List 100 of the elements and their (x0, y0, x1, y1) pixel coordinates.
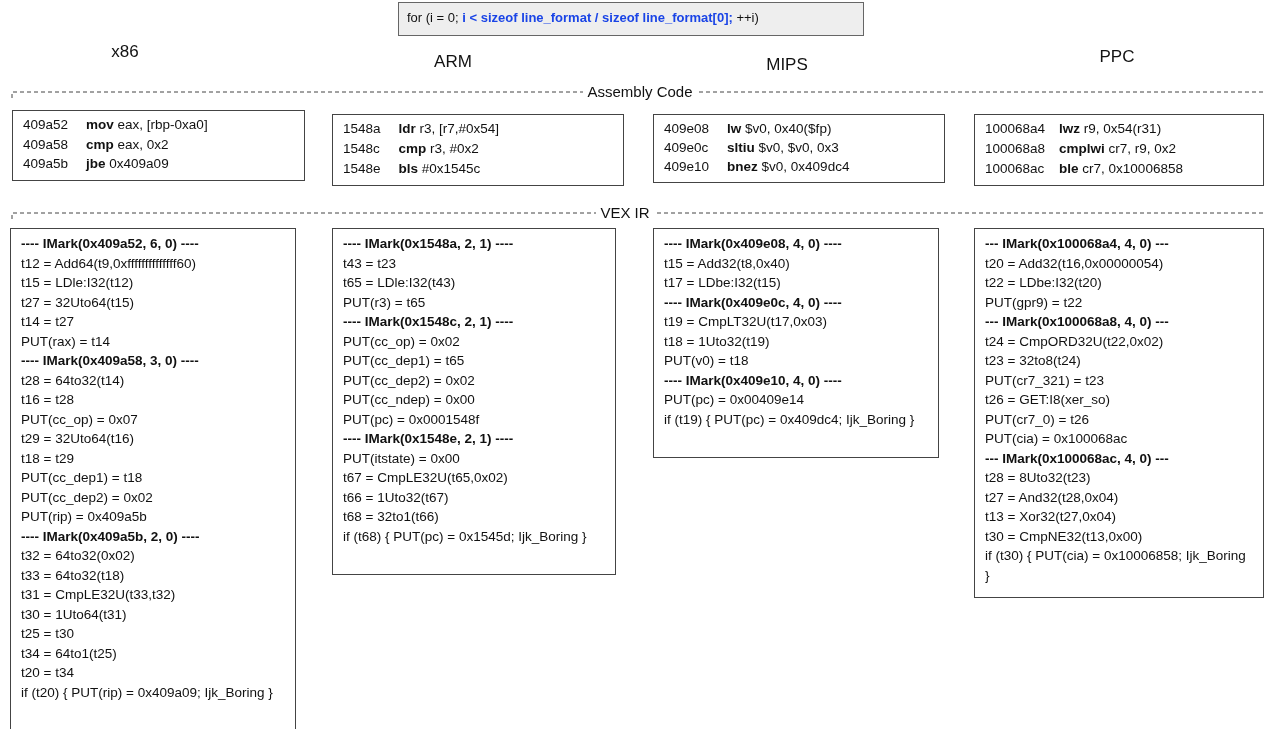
ir-statement: t23 = 32to8(t24) (985, 352, 1081, 370)
ir-statement: t27 = 32Uto64(t15) (21, 293, 134, 312)
ir-statement: t31 = CmpLE32U(t33,t32) (21, 586, 176, 604)
instruction-text: bnez $v0, 0x409dc4 (727, 158, 850, 176)
ir-statement: t14 = t27 (21, 313, 74, 331)
ir-statement: ---- IMark(0x1548e, 2, 1) ---- (343, 430, 514, 448)
address-text: 100068a4 (985, 120, 1046, 138)
ir-statement: t16 = t28 (21, 391, 74, 409)
ir-statement: if (t20) { PUT(rip) = 0x409a09; Ijk_Boring } (21, 683, 273, 702)
ir-statement: if (t30) { PUT(cia) = 0x10006858; Ijk_Boring } (985, 547, 1247, 585)
ir-statement: t66 = 1Uto32(t67) (343, 488, 449, 507)
ir-statement: PUT(cc_ndep) = 0x00 (343, 391, 475, 409)
ir-statement: PUT(cc_op) = 0x02 (343, 332, 460, 351)
ir-statement: t43 = t23 (343, 254, 396, 273)
ir-statement: t30 = CmpNE32(t13,0x00) (985, 527, 1143, 546)
ir-statement: t17 = LDbe:I32(t15) (664, 274, 781, 292)
ir-statement: t34 = 64to1(t25) (21, 644, 117, 663)
address-text: 409e10 (664, 158, 710, 176)
ir-box (332, 228, 616, 575)
ir-statement: t28 = 64to32(t14) (21, 371, 125, 390)
address-text: 1548a (343, 120, 381, 138)
ir-statement: t15 = Add32(t8,0x40) (664, 254, 790, 273)
ir-statement: if (t68) { PUT(pc) = 0x1545d; Ijk_Boring } (343, 527, 587, 546)
address-text: 409a52 (23, 116, 69, 134)
instruction-text: lw $v0, 0x40($fp) (727, 120, 832, 138)
ir-statement: PUT(cc_op) = 0x07 (21, 410, 138, 429)
ir-statement: PUT(rip) = 0x409a5b (21, 508, 147, 526)
ir-statement: ---- IMark(0x409e08, 4, 0) ---- (664, 235, 842, 253)
address-text: 409a5b (23, 155, 69, 174)
instruction-text: jbe 0x409a09 (86, 155, 169, 174)
instruction-text: mov eax, [rbp-0xa0] (86, 116, 208, 134)
ir-statement: if (t19) { PUT(pc) = 0x409dc4; Ijk_Boring } (664, 410, 915, 429)
ir-statement: t30 = 1Uto64(t31) (21, 605, 127, 624)
instruction-text: lwz r9, 0x54(r31) (1059, 120, 1162, 138)
address-text: 100068a8 (985, 140, 1046, 158)
instruction-text: bls #0x1545c (398, 160, 481, 178)
instruction-text: ldr r3, [r7,#0x54] (398, 120, 500, 138)
ir-statement: PUT(cc_dep2) = 0x02 (343, 371, 475, 390)
ir-statement: t15 = LDle:I32(t12) (21, 274, 134, 292)
ir-statement: ---- IMark(0x1548c, 2, 1) ---- (343, 313, 514, 331)
ir-statement: PUT(r3) = t65 (343, 293, 426, 312)
ir-statement: t18 = t29 (21, 449, 74, 468)
ir-statement: PUT(cc_dep2) = 0x02 (21, 488, 153, 507)
ir-statement: ---- IMark(0x409e0c, 4, 0) ---- (664, 293, 842, 312)
address-text: 409e0c (664, 139, 709, 157)
ir-statement: t67 = CmpLE32U(t65,0x02) (343, 469, 508, 487)
ir-statement: PUT(cc_dep1) = t18 (21, 469, 143, 487)
section-label: Assembly Code (583, 83, 697, 100)
ir-statement: t24 = CmpORD32U(t22,0x02) (985, 332, 1164, 351)
ir-statement: t18 = 1Uto32(t19) (664, 332, 770, 351)
ir-statement: ---- IMark(0x1548a, 2, 1) ---- (343, 235, 514, 253)
ir-box (974, 228, 1264, 598)
ir-statement: PUT(pc) = 0x0001548f (343, 410, 480, 429)
ir-statement: ---- IMark(0x409e10, 4, 0) ---- (664, 371, 842, 390)
ir-statement: --- IMark(0x100068a8, 4, 0) --- (985, 313, 1169, 331)
address-text: 1548e (343, 160, 381, 178)
ir-statement: t33 = 64to32(t18) (21, 566, 125, 585)
ir-statement: PUT(gpr9) = t22 (985, 293, 1083, 312)
address-text: 409a58 (23, 135, 69, 154)
ir-statement: PUT(v0) = t18 (664, 352, 749, 370)
instruction-text: sltiu $v0, $v0, 0x3 (727, 139, 839, 157)
ir-statement: t25 = t30 (21, 625, 74, 643)
ir-statement: t13 = Xor32(t27,0x04) (985, 508, 1116, 526)
instruction-text: cmplwi cr7, r9, 0x2 (1059, 140, 1177, 158)
ir-statement: --- IMark(0x100068a4, 4, 0) --- (985, 235, 1169, 253)
ir-statement: PUT(pc) = 0x00409e14 (664, 391, 804, 409)
ir-statement: t12 = Add64(t9,0xffffffffffffff60) (21, 254, 197, 273)
instruction-text: ble cr7, 0x10006858 (1059, 160, 1183, 178)
ir-statement: t65 = LDle:I32(t43) (343, 274, 456, 292)
ir-statement: t32 = 64to32(0x02) (21, 547, 135, 565)
ir-statement: PUT(cc_dep1) = t65 (343, 352, 465, 370)
ir-statement: PUT(cr7_0) = t26 (985, 410, 1089, 429)
assembly-box (974, 114, 1264, 186)
ir-statement: t68 = 32to1(t66) (343, 508, 439, 526)
ir-statement: t29 = 32Uto64(t16) (21, 430, 134, 448)
ir-statement: PUT(itstate) = 0x00 (343, 449, 460, 468)
instruction-text: cmp r3, #0x2 (398, 140, 479, 158)
ir-statement: ---- IMark(0x409a58, 3, 0) ---- (21, 352, 199, 370)
code-snippet: for (i = 0; i < sizeof line_format / sizeof line_format[0]; ++i) (407, 10, 759, 25)
ir-box (653, 228, 939, 458)
ir-statement: --- IMark(0x100068ac, 4, 0) --- (985, 449, 1169, 468)
assembly-box (12, 110, 305, 181)
ir-statement: t28 = 8Uto32(t23) (985, 469, 1091, 487)
ir-statement: t27 = And32(t28,0x04) (985, 488, 1119, 507)
code-box (398, 2, 864, 36)
ir-statement: t26 = GET:I8(xer_so) (985, 391, 1110, 409)
ir-statement: PUT(cr7_321) = t23 (985, 371, 1104, 390)
ir-statement: PUT(cia) = 0x100068ac (985, 430, 1128, 448)
ir-statement: t19 = CmpLT32U(t17,0x03) (664, 313, 827, 331)
ir-box (10, 228, 296, 729)
ir-statement: ---- IMark(0x409a52, 6, 0) ---- (21, 235, 199, 253)
address-text: 100068ac (985, 160, 1045, 178)
address-text: 1548c (343, 140, 380, 158)
ir-statement: t20 = Add32(t16,0x00000054) (985, 254, 1164, 273)
assembly-box (653, 114, 945, 183)
ir-statement: PUT(rax) = t14 (21, 332, 110, 351)
address-text: 409e08 (664, 120, 710, 138)
ir-statement: t22 = LDbe:I32(t20) (985, 274, 1102, 292)
instruction-text: cmp eax, 0x2 (86, 135, 169, 154)
ir-statement: ---- IMark(0x409a5b, 2, 0) ---- (21, 527, 200, 546)
